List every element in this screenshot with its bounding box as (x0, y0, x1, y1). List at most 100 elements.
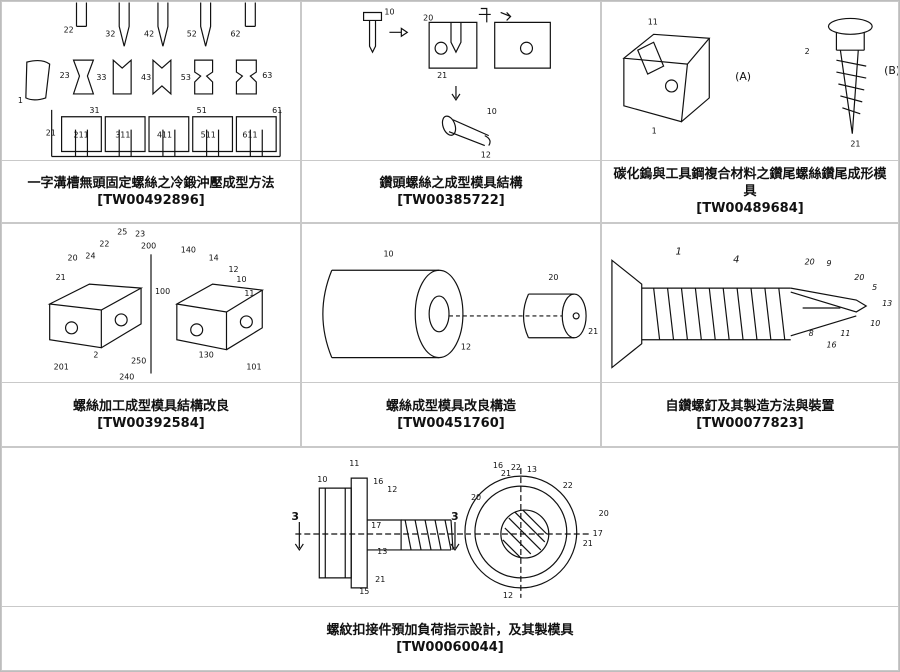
p7-label-4: 12 (387, 485, 397, 494)
p7-label-17: 22 (563, 481, 573, 490)
p4-label-6: 200 (141, 241, 156, 250)
p7-label-9: 15 (359, 587, 369, 596)
patent-number[interactable]: [TW00060044] (396, 639, 504, 655)
p6-label-10: 11 (840, 329, 850, 338)
p5-label-3: 12 (461, 343, 471, 352)
patent-caption-3: 碳化鎢與工具鋼複合材料之鑽尾螺絲鑽尾成形模具 [TW00489684] (602, 160, 898, 222)
p4-label-14: 201 (54, 363, 69, 372)
p7-label-7: 3 (291, 510, 299, 523)
p1-label-4: 52 (187, 29, 197, 38)
patent-title[interactable]: 螺絲成型模具改良構造 (385, 398, 516, 414)
p2-label-2: 20 (423, 13, 433, 22)
p6-label-8: 10 (870, 319, 880, 328)
p7-label-19: 17 (593, 529, 603, 538)
patent-drawing-7: 10 11 16 12 17 13 3 3 15 21 22 13 16 21 … (2, 448, 898, 608)
p1-label-12: 21 (46, 129, 56, 138)
p4-label-19: 240 (119, 372, 134, 381)
p6-label-1: 1 (676, 246, 682, 257)
p4-label-11: 100 (155, 287, 170, 296)
patent-card-5[interactable]: 10 20 12 21 螺絲成型模具改良構造 [TW00451760] (301, 223, 601, 447)
patent-card-2[interactable]: 10 20 21 10 12 鑽頭螺絲之成型模具結構 [TW00385722] (301, 1, 601, 223)
patent-card-3[interactable]: 11 1 (A) 2 21 (B) 碳化鎢與工具鋼複合材料之鑽尾螺絲鑽尾成形模具… (601, 1, 899, 223)
p7-label-18: 20 (599, 509, 609, 518)
p6-label-11: 16 (826, 341, 836, 350)
p1-label-13: 211 (74, 131, 89, 140)
patent-drawing-3: 11 1 (A) 2 21 (B) (602, 2, 898, 162)
p1-label-7: 33 (96, 73, 106, 82)
p3-label-2: 1 (652, 127, 657, 136)
patent-number[interactable]: [TW00077823] (696, 415, 804, 431)
p4-label-17: 130 (199, 351, 214, 360)
p6-label-4: 9 (826, 259, 831, 268)
patent-caption-4: 螺絲加工成型模具結構改良 [TW00392584] (2, 382, 300, 446)
p1-label-5: 62 (230, 29, 240, 38)
patent-number[interactable]: [TW00489684] (696, 201, 804, 216)
p2-label-3: 21 (437, 71, 447, 80)
p7-label-20: 12 (503, 591, 513, 600)
patent-drawing-1: 22 32 42 52 62 23 33 43 53 63 1 21 211 3… (2, 2, 300, 162)
patent-title[interactable]: 碳化鎢與工具鋼複合材料之鑽尾螺絲鑽尾成形模具 (613, 167, 887, 199)
p6-label-5: 20 (854, 273, 864, 282)
p7-label-13: 16 (493, 461, 503, 470)
p4-label-8: 140 (181, 245, 196, 254)
p4-label-13: 11 (244, 289, 254, 298)
p1-label-10: 63 (262, 71, 272, 80)
p7-label-11: 22 (511, 463, 521, 472)
p3-label-5: 21 (850, 140, 860, 149)
p3-label-6: (B) (884, 64, 898, 77)
patent-drawing-6: 1 4 20 9 20 5 13 10 8 11 16 (602, 224, 898, 384)
patent-title[interactable]: 一字溝槽無頭固定螺絲之冷鍛沖壓成型方法 (27, 175, 275, 191)
p1-label-19: 611 (242, 131, 257, 140)
p1-label-16: 411 (157, 131, 172, 140)
p4-label-15: 2 (93, 351, 98, 360)
patent-card-1[interactable]: 22 32 42 52 62 23 33 43 53 63 1 21 211 3… (1, 1, 301, 223)
p7-label-12: 13 (527, 465, 537, 474)
p7-label-3: 16 (373, 477, 383, 486)
p7-label-16: 21 (583, 539, 593, 548)
p7-label-1: 10 (317, 475, 327, 484)
patent-number[interactable]: [TW00451760] (397, 415, 505, 431)
patent-drawing-2: 10 20 21 10 12 (302, 2, 600, 162)
patent-caption-2: 鑽頭螺絲之成型模具結構 [TW00385722] (302, 160, 600, 222)
p1-label-11: 1 (18, 96, 23, 105)
p4-label-2: 24 (85, 251, 95, 260)
p4-label-16: 250 (131, 357, 146, 366)
p1-label-8: 43 (141, 73, 151, 82)
p1-label-15: 311 (115, 131, 130, 140)
p4-label-1: 20 (68, 253, 78, 262)
patent-caption-6: 自鑽螺釘及其製造方法與裝置 [TW00077823] (602, 382, 898, 446)
patent-caption-1: 一字溝槽無頭固定螺絲之冷鍛沖壓成型方法 [TW00492896] (2, 160, 300, 222)
p4-label-9: 14 (209, 253, 219, 262)
p4-label-5: 23 (135, 229, 145, 238)
p4-label-18: 101 (246, 363, 261, 372)
patent-number[interactable]: [TW00385722] (397, 192, 505, 208)
patent-drawing-4: 20 24 22 25 23 200 21 140 14 12 100 10 1… (2, 224, 300, 384)
patent-number[interactable]: [TW00492896] (97, 192, 205, 208)
patent-title[interactable]: 自鑽螺釘及其製造方法與裝置 (665, 398, 835, 414)
patent-number[interactable]: [TW00392584] (97, 415, 205, 431)
p6-label-2: 4 (733, 254, 739, 265)
p4-label-3: 22 (99, 239, 109, 248)
p7-label-8: 3 (451, 510, 459, 523)
p7-label-2: 11 (349, 459, 359, 468)
patent-title[interactable]: 螺絲加工成型模具結構改良 (72, 398, 229, 414)
patent-card-4[interactable]: 20 24 22 25 23 200 21 140 14 12 100 10 1… (1, 223, 301, 447)
p4-label-7: 21 (56, 273, 66, 282)
p6-label-6: 5 (872, 283, 877, 292)
patent-title[interactable]: 螺紋扣接件預加負荷指示設計，及其製模具 (326, 622, 574, 638)
p2-label-4: 10 (487, 107, 497, 116)
p7-label-6: 13 (377, 547, 387, 556)
p5-label-2: 20 (548, 273, 558, 282)
p1-label-2: 32 (105, 29, 115, 38)
p4-label-4: 25 (117, 227, 127, 236)
patent-card-7[interactable]: 10 11 16 12 17 13 3 3 15 21 22 13 16 21 … (1, 447, 899, 671)
p6-label-7: 13 (882, 299, 892, 308)
p1-label-14: 31 (89, 106, 99, 115)
p3-label-4: 2 (805, 47, 810, 56)
patent-title[interactable]: 鑽頭螺絲之成型模具結構 (379, 175, 523, 191)
p2-label-1: 10 (384, 7, 394, 16)
p1-label-17: 51 (197, 106, 207, 115)
p3-label-3: (A) (735, 70, 751, 83)
patent-card-6[interactable]: 1 4 20 9 20 5 13 10 8 11 16 自鑽螺釘及其製造方法與裝… (601, 223, 899, 447)
